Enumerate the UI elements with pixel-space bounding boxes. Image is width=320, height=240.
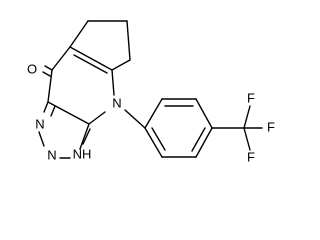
- atom-label-triazole-nitrogen-1: N: [35, 117, 44, 132]
- phenyl-ring: [124, 98, 213, 158]
- bond: [73, 54, 108, 74]
- cyclopentane-ring: [69, 20, 131, 71]
- chemical-structure: O N N N NH F F F: [27, 20, 275, 165]
- bond: [111, 59, 131, 71]
- pyridinone-ring: [42, 46, 115, 125]
- atom-label-triazole-nitrogen-2: N: [47, 148, 56, 163]
- atom-label-ring-nitrogen: N: [112, 96, 121, 111]
- bond: [195, 127, 213, 158]
- atom-label-fluorine-bottom: F: [247, 150, 255, 165]
- bond: [195, 98, 213, 129]
- bond: [144, 98, 163, 129]
- atom-label-fluorine-top: F: [247, 91, 255, 106]
- bond: [43, 101, 49, 113]
- triazole-ring: [38, 101, 91, 159]
- bond: [126, 20, 131, 61]
- bond: [47, 101, 90, 125]
- bond: [88, 111, 106, 125]
- bond: [50, 105, 56, 117]
- bond: [51, 46, 71, 71]
- atom-label-oxygen: O: [27, 62, 37, 77]
- bond: [79, 123, 90, 150]
- bond: [111, 69, 115, 96]
- atom-label-fluorine-right: F: [267, 120, 275, 135]
- bond: [151, 127, 166, 151]
- carbonyl-bond: [44, 65, 53, 71]
- bond: [144, 127, 163, 158]
- bond: [243, 127, 251, 151]
- trifluoromethyl-group: [211, 105, 263, 151]
- bond: [124, 109, 146, 129]
- carbonyl-bond: [42, 71, 51, 77]
- bond: [38, 131, 45, 147]
- bond: [191, 127, 206, 152]
- bond: [47, 69, 53, 103]
- bond: [82, 128, 91, 145]
- bond: [243, 105, 251, 129]
- bond: [69, 46, 113, 71]
- bond: [69, 20, 89, 48]
- atom-label-nh: NH: [73, 147, 92, 162]
